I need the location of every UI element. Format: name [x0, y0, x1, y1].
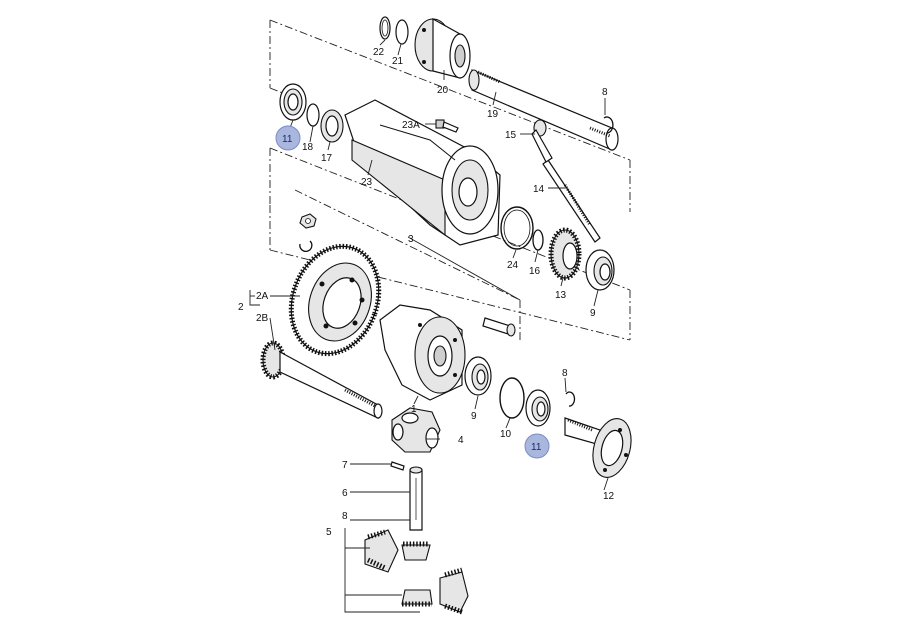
callout-9-lower: 9: [471, 411, 477, 422]
bevel-gear-bottom: [401, 589, 433, 607]
leader-lines: [249, 39, 609, 613]
callout-8-lower: 8: [562, 368, 568, 379]
tapered-bearing-11-top: [279, 83, 307, 121]
callout-13: 13: [555, 290, 567, 301]
callout-10: 10: [500, 429, 512, 440]
bolt-23a: [435, 119, 459, 133]
callout-3: 3: [408, 234, 414, 245]
pinion-shaft-2b: [260, 340, 383, 419]
highlight-11-lower[interactable]: [524, 433, 550, 459]
highlight-11-top[interactable]: [275, 125, 301, 151]
callout-24: 24: [507, 260, 519, 271]
callout-16: 16: [529, 266, 541, 277]
callout-14: 14: [533, 184, 545, 195]
pinion-15: [531, 119, 553, 163]
callout-22: 22: [373, 47, 385, 58]
callout-5: 5: [326, 527, 332, 538]
spider-4: [391, 407, 441, 453]
circlip-21: [395, 19, 409, 45]
callout-11-top[interactable]: 11: [282, 134, 293, 145]
tapered-bearing-11-lower: [525, 389, 551, 427]
callout-23a: 23A: [402, 120, 420, 131]
callout-12: 12: [603, 491, 615, 502]
nut-left: [299, 213, 317, 252]
callout-11-lower[interactable]: 11: [531, 442, 542, 453]
o-ring-24: [500, 206, 534, 250]
bevel-gear-left: [364, 529, 399, 573]
callout-2b: 2B: [256, 313, 269, 324]
circlip-8-top: [603, 116, 614, 134]
callout-1: 1: [411, 404, 417, 415]
bolt-3: [482, 317, 516, 337]
callout-21: 21: [392, 56, 404, 67]
flange-20: [414, 17, 471, 79]
circlip-8-lower: [565, 391, 576, 407]
bearing-9-lower: [464, 356, 492, 396]
pin-7: [390, 461, 405, 471]
shim-10: [499, 377, 525, 419]
lower-assembly-frame: [269, 189, 631, 341]
callout-18: 18: [302, 142, 314, 153]
bearing-9-top: [585, 249, 615, 291]
gear-13: [548, 227, 582, 281]
flange-12: [564, 417, 632, 478]
bearing-17: [320, 109, 344, 143]
shim-18: [306, 103, 320, 127]
callout-labels: 22 21 20 19 8 11 18 17 23A 15 23 14 3 24…: [238, 47, 615, 538]
bevel-gear-right: [439, 567, 469, 615]
bevel-gear-top: [401, 541, 431, 561]
callout-6: 6: [342, 488, 348, 499]
callout-8-top: 8: [602, 87, 608, 98]
callout-20: 20: [437, 85, 449, 96]
ring-gear: [288, 243, 382, 357]
callout-4: 4: [458, 435, 464, 446]
housing-23: [344, 99, 501, 246]
callout-2a: 2A: [256, 291, 269, 302]
circlip-22: [379, 16, 391, 40]
circlip-16: [532, 229, 544, 251]
callout-9-top: 9: [590, 308, 596, 319]
shaft-14: [542, 159, 601, 243]
callout-8-bottom: 8: [342, 511, 348, 522]
callout-17: 17: [321, 153, 333, 164]
drive-shaft-19: [468, 69, 619, 151]
callout-23: 23: [361, 177, 373, 188]
callout-19: 19: [487, 109, 499, 120]
callout-15: 15: [505, 130, 517, 141]
callout-2: 2: [238, 302, 244, 313]
differential-housing-1: [379, 304, 466, 401]
callout-7: 7: [342, 460, 348, 471]
shaft-6: [409, 466, 423, 531]
